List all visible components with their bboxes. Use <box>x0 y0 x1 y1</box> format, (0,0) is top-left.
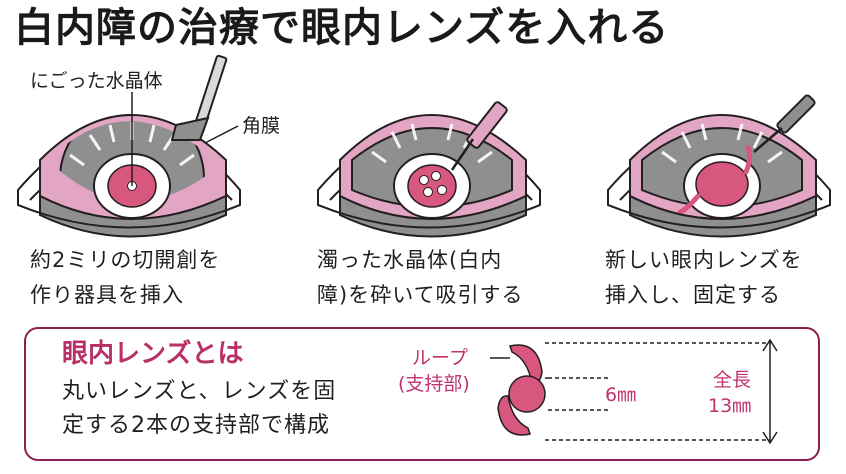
lens-injector-icon <box>753 94 816 153</box>
iol-diagram <box>490 338 778 445</box>
eye-step1-icon <box>17 92 241 238</box>
support-label: (支持部) <box>398 373 470 395</box>
cornea-label: 角膜 <box>242 115 281 137</box>
loop-label: ループ <box>412 347 468 369</box>
surgical-instrument-icon <box>170 54 228 141</box>
info-heading: 眼内レンズとは <box>62 339 244 369</box>
cornea-leader-line <box>204 125 239 144</box>
eye-step2-icon <box>317 114 541 238</box>
step2-caption-line2: 障)を砕いて吸引する <box>317 283 524 307</box>
aspiration-probe-icon <box>450 101 508 171</box>
step1-caption-line2: 作り器具を挿入 <box>30 283 184 307</box>
info-description-line2: 定する2本の支持部で構成 <box>62 413 330 438</box>
step3-caption-line2: 挿入し、固定する <box>605 283 781 307</box>
step1-caption-line1: 約2ミリの切開創を <box>30 248 221 272</box>
info-box <box>24 327 820 461</box>
optic-size-label: 6㎜ <box>605 384 637 406</box>
page-title: 白内障の治療で眼内レンズを入れる <box>14 5 670 51</box>
total-length-value: 13㎜ <box>708 395 752 417</box>
step3-caption-line1: 新しい眼内レンズを <box>605 248 803 272</box>
info-description-line1: 丸いレンズと、レンズを固 <box>62 379 337 404</box>
total-length-label: 全長 <box>713 369 752 391</box>
eye-step3-icon <box>607 114 831 238</box>
step2-caption-line1: 濁った水晶体(白内 <box>317 248 503 272</box>
cloudy-lens-label: にごった水晶体 <box>30 70 163 92</box>
